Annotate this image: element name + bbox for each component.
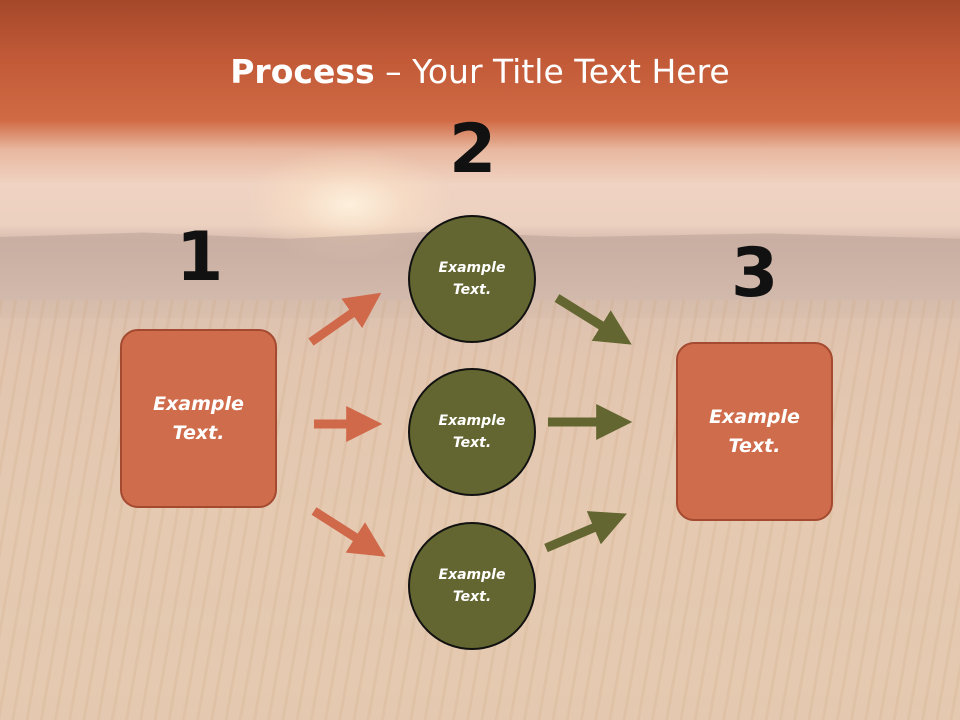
step-number-3: 3: [731, 234, 779, 313]
circle-top-label: Example Text.: [438, 259, 506, 298]
arrow-left-to-bottom: [311, 507, 386, 557]
arrow-top-to-right: [554, 294, 632, 345]
circle-bottom: Example Text.: [408, 522, 536, 650]
left-box-label: Example Text.: [153, 393, 244, 444]
slide-title: Process – Your Title Text Here: [0, 52, 960, 91]
step-number-2: 2: [449, 110, 497, 189]
circle-middle-label: Example Text.: [438, 412, 506, 451]
circle-top: Example Text.: [408, 215, 536, 343]
circle-bottom-label: Example Text.: [438, 566, 506, 605]
right-box-label: Example Text.: [709, 406, 800, 457]
arrow-left-to-top: [308, 292, 382, 346]
step-number-1: 1: [176, 218, 224, 297]
arrow-bottom-to-right: [544, 511, 627, 553]
left-process-box: Example Text.: [120, 329, 277, 508]
circle-middle: Example Text.: [408, 368, 536, 496]
right-process-box: Example Text.: [676, 342, 833, 521]
title-bold: Process: [230, 52, 375, 91]
title-rest: – Your Title Text Here: [374, 52, 730, 91]
